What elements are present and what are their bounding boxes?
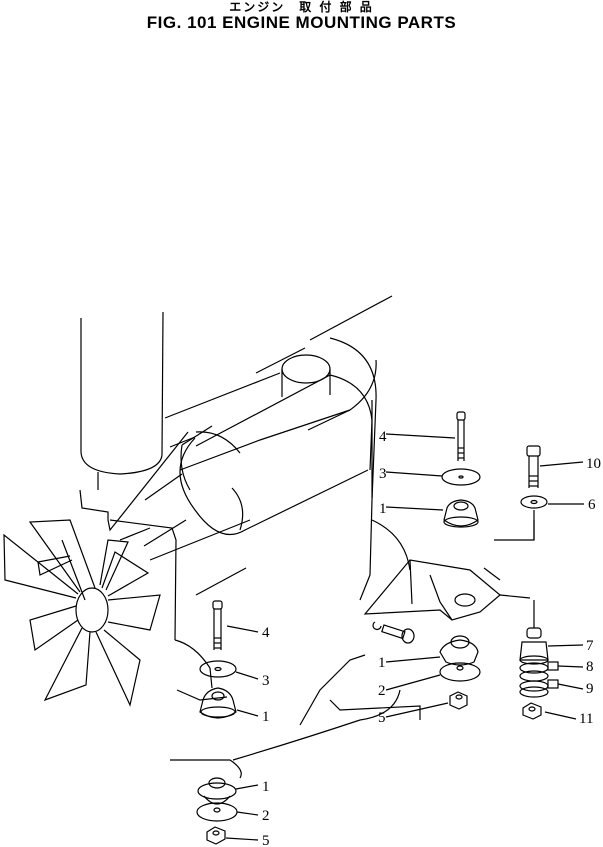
callout-3-mid: 3 xyxy=(262,673,270,689)
figure-title-japanese: エンジン 取 付 部 品 xyxy=(229,0,374,14)
callout-2-right: 2 xyxy=(378,683,386,699)
cooling-fan xyxy=(3,519,161,707)
callout-5-right: 5 xyxy=(378,710,386,726)
callout-1-top: 1 xyxy=(379,501,387,517)
parts-stack-mid-left xyxy=(199,600,259,719)
parts-stack-right xyxy=(519,600,584,720)
callout-2-bottom: 2 xyxy=(262,808,270,824)
parts-stack-bolt10 xyxy=(520,445,584,540)
callout-7: 7 xyxy=(586,638,594,654)
callout-labels: 4 3 1 10 6 4 3 1 1 2 5 7 8 9 11 1 2 5 xyxy=(262,429,601,847)
callout-8: 8 xyxy=(586,659,594,675)
engine-block xyxy=(79,295,421,779)
callout-3-top: 3 xyxy=(379,466,387,482)
callout-1-bottom: 1 xyxy=(262,779,270,795)
callout-5-bottom: 5 xyxy=(262,833,270,847)
callout-9: 9 xyxy=(586,681,594,697)
callout-1-mid: 1 xyxy=(262,709,270,725)
callout-6: 6 xyxy=(588,497,596,513)
callout-10: 10 xyxy=(586,456,601,472)
exhaust-pipe xyxy=(80,311,164,490)
callout-11: 11 xyxy=(579,711,593,727)
callout-4-mid: 4 xyxy=(262,625,270,641)
callout-4-top: 4 xyxy=(379,429,387,445)
callout-1-right: 1 xyxy=(378,655,386,671)
parts-stack-mid-right xyxy=(385,635,481,718)
air-cleaner xyxy=(179,354,373,536)
side-bolt xyxy=(372,621,415,644)
mounting-bracket xyxy=(363,520,535,621)
figure-title: FIG. 101 ENGINE MOUNTING PARTS xyxy=(146,13,457,32)
parts-stack-bottom xyxy=(196,777,259,845)
parts-stack-top xyxy=(385,411,481,528)
